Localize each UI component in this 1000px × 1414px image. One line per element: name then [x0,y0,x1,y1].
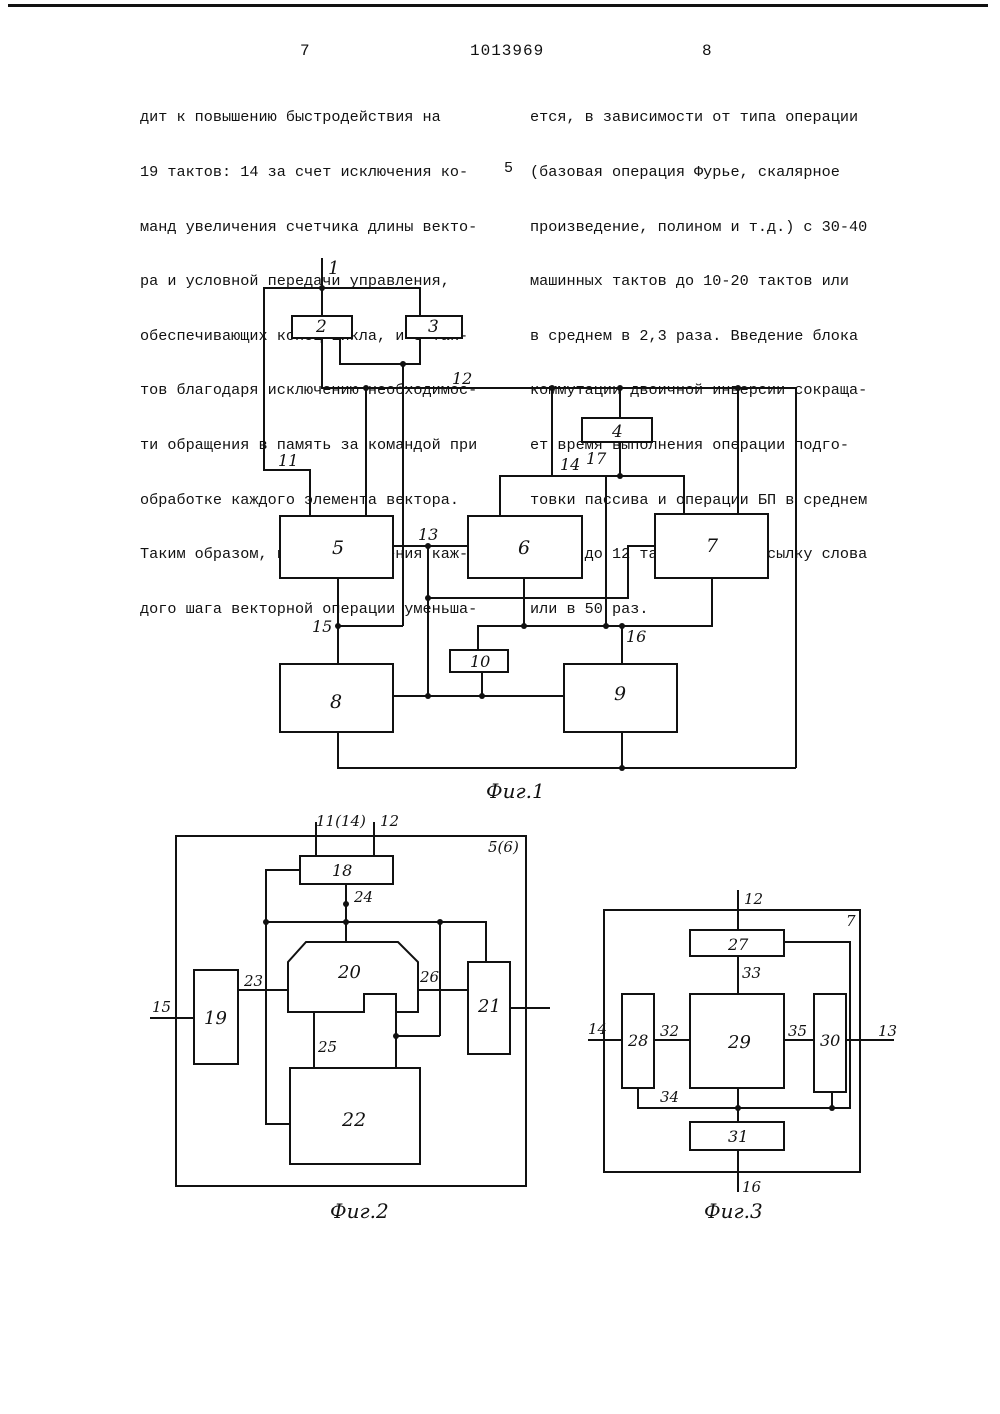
fig1-block-3-label: 3 [428,317,439,337]
fig2-wire [396,1012,440,1036]
fig1-junction [617,385,623,391]
figure-2: 5(6) [150,812,550,1223]
fig3-block-27-label: 27 [727,935,749,954]
fig3-block-31-label: 31 [728,1127,748,1146]
fig1-line-14-label: 14 [560,455,580,474]
fig2-junction [343,901,349,907]
fig1-junction [549,385,555,391]
figure-1: 2 3 4 5 6 7 10 8 9 1 11 12 13 14 15 16 1… [264,258,796,803]
fig1-junction [619,765,625,771]
fig1-block-5-label: 5 [332,537,344,559]
fig1-block-7-label: 7 [706,535,719,557]
fig2-line-11-14-label: 11(14) [316,812,366,830]
fig1-junction [521,623,527,629]
fig3-line-13-label: 13 [878,1022,897,1040]
fig3-block-30-label: 30 [820,1031,840,1050]
fig1-block-4-label: 4 [611,422,623,442]
fig3-frame-label: 7 [846,912,856,930]
fig3-line-16-label: 16 [742,1178,762,1196]
fig3-line-33-label: 33 [742,964,761,982]
fig1-junction [735,385,741,391]
fig3-junction [735,1105,741,1111]
fig1-line-1-label: 1 [328,258,339,279]
fig1-junction [400,361,406,367]
fig1-junction [319,285,325,291]
fig2-junction [343,919,349,925]
fig1-junction [617,473,623,479]
fig1-junction [479,693,485,699]
fig2-wire [440,922,486,962]
fig3-line-35-label: 35 [788,1022,807,1040]
fig2-block-19-label: 19 [204,1008,227,1029]
fig1-block-8-label: 8 [330,691,342,713]
fig1-line-13-label: 13 [418,525,438,544]
fig1-junction [603,623,609,629]
fig2-junction [393,1033,399,1039]
fig2-line-25-label: 25 [317,1038,337,1056]
fig2-junction [437,919,443,925]
fig1-block-9-label: 9 [614,683,626,705]
fig1-junction [619,623,625,629]
fig2-caption: Фиг.2 [330,1199,389,1223]
fig1-block-2-label: 2 [315,317,327,337]
fig2-line-24-label: 24 [353,888,373,906]
fig1-wire [340,338,420,364]
fig3-block-28-label: 28 [627,1031,648,1050]
fig1-junction [363,385,369,391]
fig3-line-12-label: 12 [744,890,763,908]
fig1-wire [338,732,796,768]
fig2-line-12-label: 12 [380,812,399,830]
fig1-bus-16 [478,578,712,650]
fig1-caption: Фиг.1 [486,779,545,803]
fig2-line-23-label: 23 [243,972,263,990]
figure-3: 7 27 28 29 30 31 12 13 14 [588,890,897,1223]
fig2-line-26-label: 26 [419,968,440,986]
fig2-junction [263,919,269,925]
fig1-junction [425,693,431,699]
fig2-block-20-label: 20 [337,962,361,983]
fig1-line-16-label: 16 [626,627,646,646]
fig3-junction [829,1105,835,1111]
fig2-block-22-label: 22 [341,1109,366,1131]
fig3-caption: Фиг.3 [704,1199,763,1223]
fig3-block-29-label: 29 [727,1032,751,1053]
fig1-wire [322,288,420,316]
fig3-line-14-label: 14 [588,1020,607,1038]
fig1-junction [335,623,341,629]
fig1-line-17-label: 17 [586,449,607,468]
fig1-line-11-label: 11 [278,451,298,470]
fig1-junction [425,595,431,601]
fig3-line-34-label: 34 [660,1088,679,1106]
fig1-bus-14 [500,476,684,516]
fig1-block-6-label: 6 [518,537,530,559]
fig2-frame-label: 5(6) [488,838,519,856]
fig1-block-10-label: 10 [470,652,490,671]
fig2-line-15-label: 15 [152,998,171,1016]
fig2-block-18-label: 18 [332,861,352,880]
fig2-block-21-label: 21 [477,996,501,1017]
fig1-line-12-label: 12 [452,369,472,388]
fig3-line-32-label: 32 [660,1022,679,1040]
fig1-line-15-label: 15 [312,617,332,636]
